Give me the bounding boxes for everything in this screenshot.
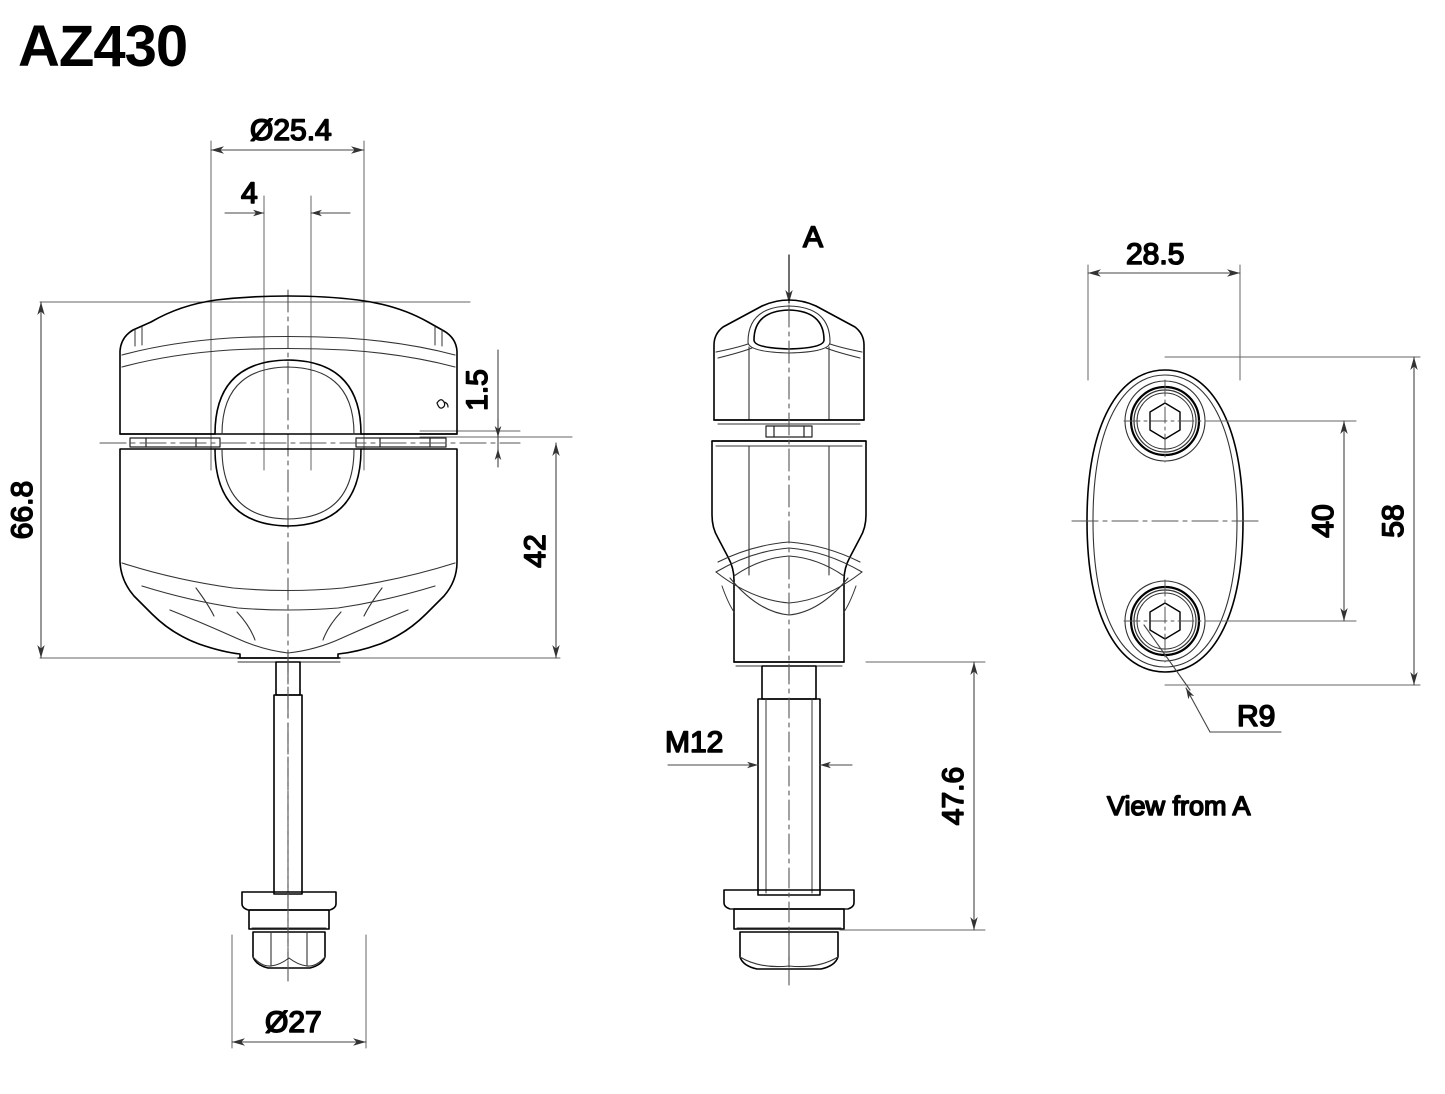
brand-mark-icon [436, 399, 449, 409]
side-cap-chamfer-l2 [717, 347, 753, 359]
rib-line-left-2 [236, 611, 256, 641]
side-view-dimensions: M12 47.6 [664, 661, 986, 931]
stud-collar [248, 909, 330, 930]
dim-label-thread-size: M12 [665, 726, 723, 759]
dim-label-nut-diameter: Ø27 [265, 1006, 322, 1039]
side-cap-outline [713, 299, 865, 421]
view-from-a-dimensions: 28.5 40 58 R9 View from A [1087, 237, 1421, 822]
dim-label-split-gap: 1.5 [461, 369, 494, 411]
dim-label-lower-body-height: 42 [519, 534, 552, 567]
dim-label-gap-width: 4 [241, 177, 258, 210]
dim-label-bar-diameter: Ø25.4 [250, 114, 332, 147]
upper-clamp-outline [119, 295, 458, 435]
side-view-geometry: A [711, 220, 867, 986]
cap-chamfer-line-2 [121, 347, 456, 368]
side-stud-shank [757, 698, 821, 896]
dim-label-corner-radius: R9 [1237, 700, 1275, 733]
rib-line-left [195, 587, 215, 617]
cap-corner-detail [434, 326, 443, 347]
rib-line-right-2 [322, 611, 342, 641]
view-from-a-geometry [1071, 369, 1261, 673]
plate-outline-inner [1092, 374, 1238, 668]
dim-label-stud-length: 47.6 [937, 767, 970, 825]
dim-label-overall-height: 66.8 [6, 481, 39, 539]
side-cap-chamfer-r [829, 343, 863, 353]
web-fillet-right [287, 609, 409, 654]
side-cap-bore-opening [753, 309, 825, 350]
cap-chamfer-line [121, 335, 456, 356]
cap-corner-detail [134, 326, 143, 347]
view-caption-from-a: View from A [1107, 791, 1251, 821]
plate-outline [1086, 369, 1244, 673]
dim-label-bolt-spacing: 40 [1307, 504, 1340, 537]
bore-lower-inner [221, 448, 355, 520]
body-chamfer-line-2 [141, 585, 436, 611]
side-rib-r [843, 585, 857, 613]
body-chamfer-line [121, 562, 456, 592]
side-cap-chamfer-l [715, 343, 749, 353]
r9-leader-line [1185, 687, 1211, 733]
page-title: AZ430 [18, 14, 188, 79]
front-view-geometry [39, 140, 573, 1049]
bolt-bottom [1123, 579, 1207, 663]
side-rib-l [721, 585, 735, 613]
web-fillet-left [169, 609, 289, 654]
bolt-top [1123, 379, 1207, 463]
rib-line-right [363, 587, 383, 617]
dim-label-clamp-width: 28.5 [1126, 238, 1184, 271]
front-view-dimensions: Ø25.4 4 66.8 1.5 42 Ø27 [5, 113, 560, 1046]
view-arrow-label-a: A [803, 221, 823, 254]
side-recess-upper-2 [733, 555, 845, 577]
side-hex-nut [739, 931, 839, 970]
bore-upper [214, 359, 362, 435]
side-cap-bore-outer [747, 305, 831, 354]
stud-assembly [241, 661, 337, 969]
bore-lower [214, 448, 362, 527]
bore-upper-inner [221, 366, 355, 435]
r9-radius-line [1143, 624, 1191, 691]
side-cap-chamfer-r2 [825, 347, 861, 359]
hex-nut [252, 931, 326, 969]
dim-label-plate-length: 58 [1377, 504, 1410, 537]
nut-chamfer-arc [252, 956, 326, 967]
side-nut-chamfer [739, 956, 839, 968]
